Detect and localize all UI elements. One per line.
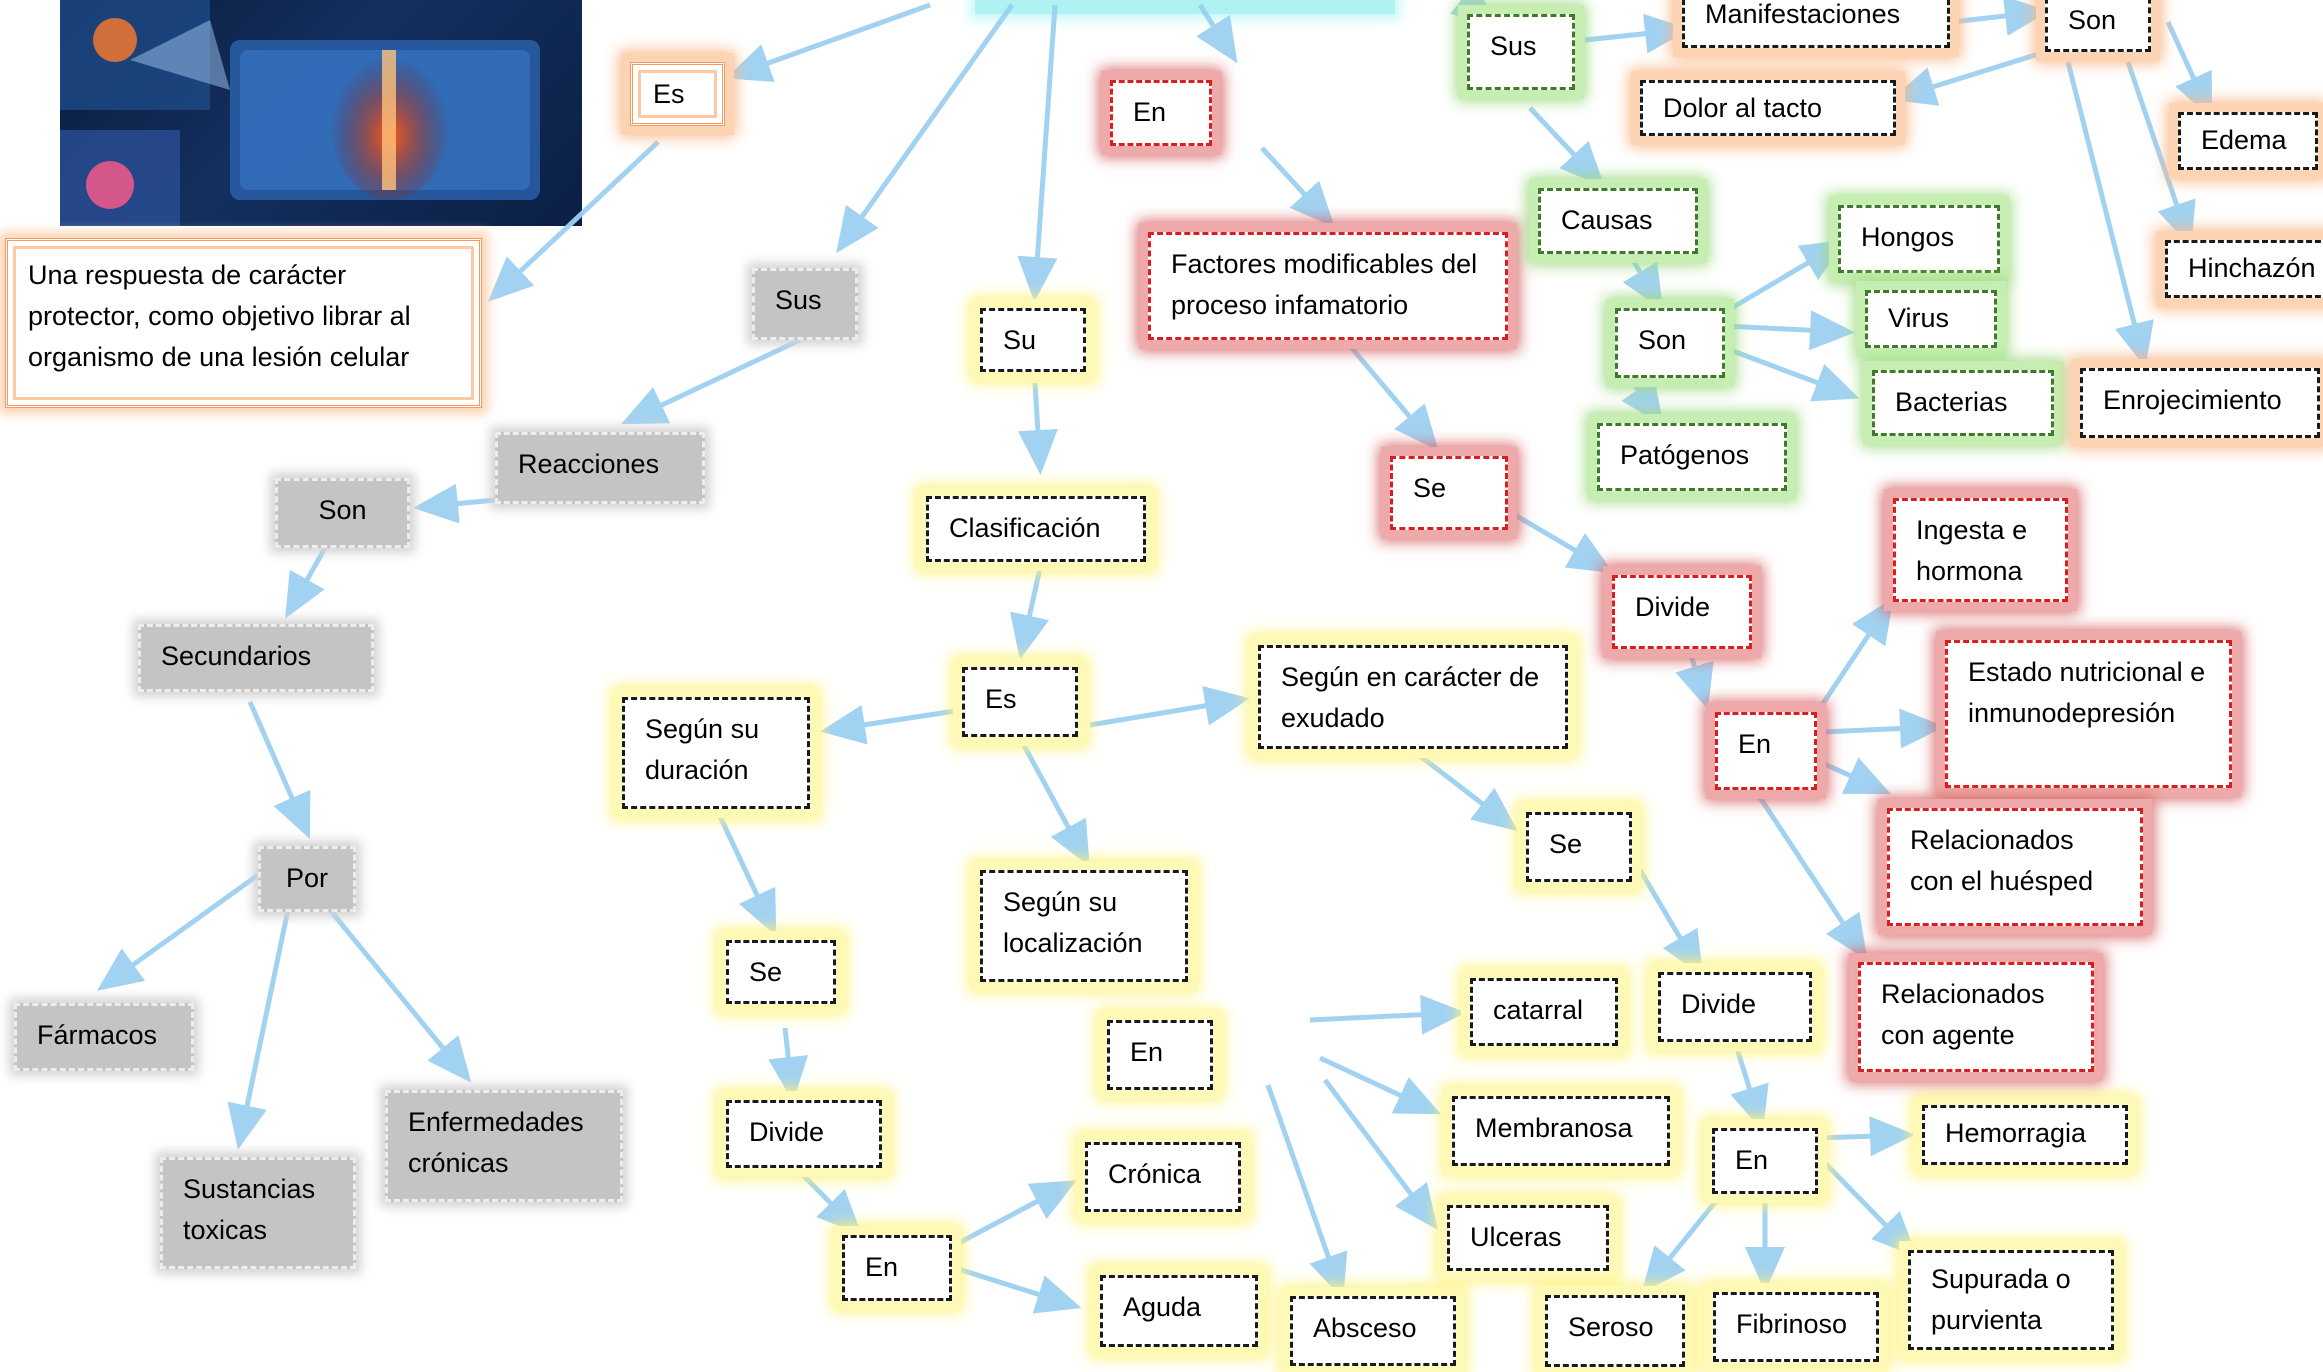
sus-green-node: Sus bbox=[1467, 14, 1575, 90]
virus-node: Virus bbox=[1865, 290, 1997, 348]
clasificacion-node: Clasificación bbox=[926, 496, 1146, 562]
skeleton-pain-photo-icon bbox=[60, 0, 540, 226]
en-duracion-node: En bbox=[842, 1235, 952, 1301]
enfermedades-node: Enfermedades crónicas bbox=[385, 1090, 623, 1202]
son-green-node: Son bbox=[1615, 308, 1725, 378]
es-top-node: Es bbox=[630, 62, 725, 126]
son-grey-node: Son bbox=[275, 478, 410, 548]
divide-duracion-node: Divide bbox=[726, 1100, 882, 1168]
sustancias-node: Sustancias toxicas bbox=[160, 1157, 356, 1269]
seroso-node: Seroso bbox=[1545, 1295, 1685, 1367]
por-node: Por bbox=[258, 846, 356, 912]
farmacos-node: Fármacos bbox=[14, 1003, 194, 1071]
en-red-node: En bbox=[1110, 80, 1212, 146]
reacciones-node: Reacciones bbox=[495, 432, 705, 504]
segun-exudado-node: Según en carácter de exudado bbox=[1258, 645, 1568, 749]
es-mid-node: Es bbox=[962, 667, 1078, 737]
dolor-node: Dolor al tacto bbox=[1640, 80, 1896, 136]
absceso-node: Absceso bbox=[1290, 1296, 1456, 1366]
en-localizacion-node: En bbox=[1107, 1020, 1213, 1090]
su-node: Su bbox=[980, 308, 1086, 372]
patogenos-node: Patógenos bbox=[1597, 423, 1787, 491]
causas-node: Causas bbox=[1538, 188, 1698, 254]
hongos-node: Hongos bbox=[1838, 205, 2000, 273]
secundarios-node: Secundarios bbox=[138, 624, 374, 692]
segun-duracion-node: Según su duración bbox=[622, 697, 810, 809]
manifestaciones-node: Manifestaciones bbox=[1682, 0, 1950, 48]
factores-node: Factores modificables del proceso infama… bbox=[1148, 232, 1508, 340]
sus-grey-node: Sus bbox=[752, 268, 858, 340]
ulceras-node: Ulceras bbox=[1447, 1205, 1609, 1271]
supurada-node: Supurada o purvienta bbox=[1908, 1250, 2114, 1350]
membranosa-node: Membranosa bbox=[1452, 1096, 1670, 1166]
se-duracion-node: Se bbox=[726, 940, 836, 1004]
se-red-node: Se bbox=[1390, 456, 1508, 530]
en-red2-node: En bbox=[1715, 712, 1817, 790]
rel-agente-node: Relacionados con agente bbox=[1858, 962, 2094, 1072]
rel-huesped-node: Relacionados con el huésped bbox=[1887, 808, 2143, 926]
estado-node: Estado nutricional e inmunodepresión bbox=[1945, 640, 2232, 788]
enrojecimiento-node: Enrojecimiento bbox=[2080, 368, 2320, 438]
central-topic-edge bbox=[975, 0, 1395, 14]
segun-localizacion-node: Según su localización bbox=[980, 870, 1188, 982]
se-exudado-node: Se bbox=[1526, 812, 1632, 882]
son-orange-node: Son bbox=[2045, 0, 2151, 52]
ingesta-node: Ingesta e hormona bbox=[1893, 498, 2068, 602]
hemorragia-node: Hemorragia bbox=[1922, 1105, 2128, 1165]
en-exudado-node: En bbox=[1712, 1128, 1818, 1194]
edema-node: Edema bbox=[2178, 112, 2318, 170]
hinchazon-node: Hinchazón bbox=[2165, 240, 2323, 298]
bacterias-node: Bacterias bbox=[1872, 370, 2054, 436]
fibrinoso-node: Fibrinoso bbox=[1713, 1292, 1879, 1362]
catarral-node: catarral bbox=[1470, 978, 1618, 1046]
cronica-node: Crónica bbox=[1085, 1142, 1241, 1212]
aguda-node: Aguda bbox=[1100, 1275, 1258, 1347]
divide-exudado-node: Divide bbox=[1658, 972, 1812, 1042]
definition-node: Una respuesta de carácter protector, com… bbox=[5, 238, 482, 408]
inflammation-photo bbox=[60, 0, 582, 226]
divide-red-node: Divide bbox=[1612, 575, 1752, 649]
